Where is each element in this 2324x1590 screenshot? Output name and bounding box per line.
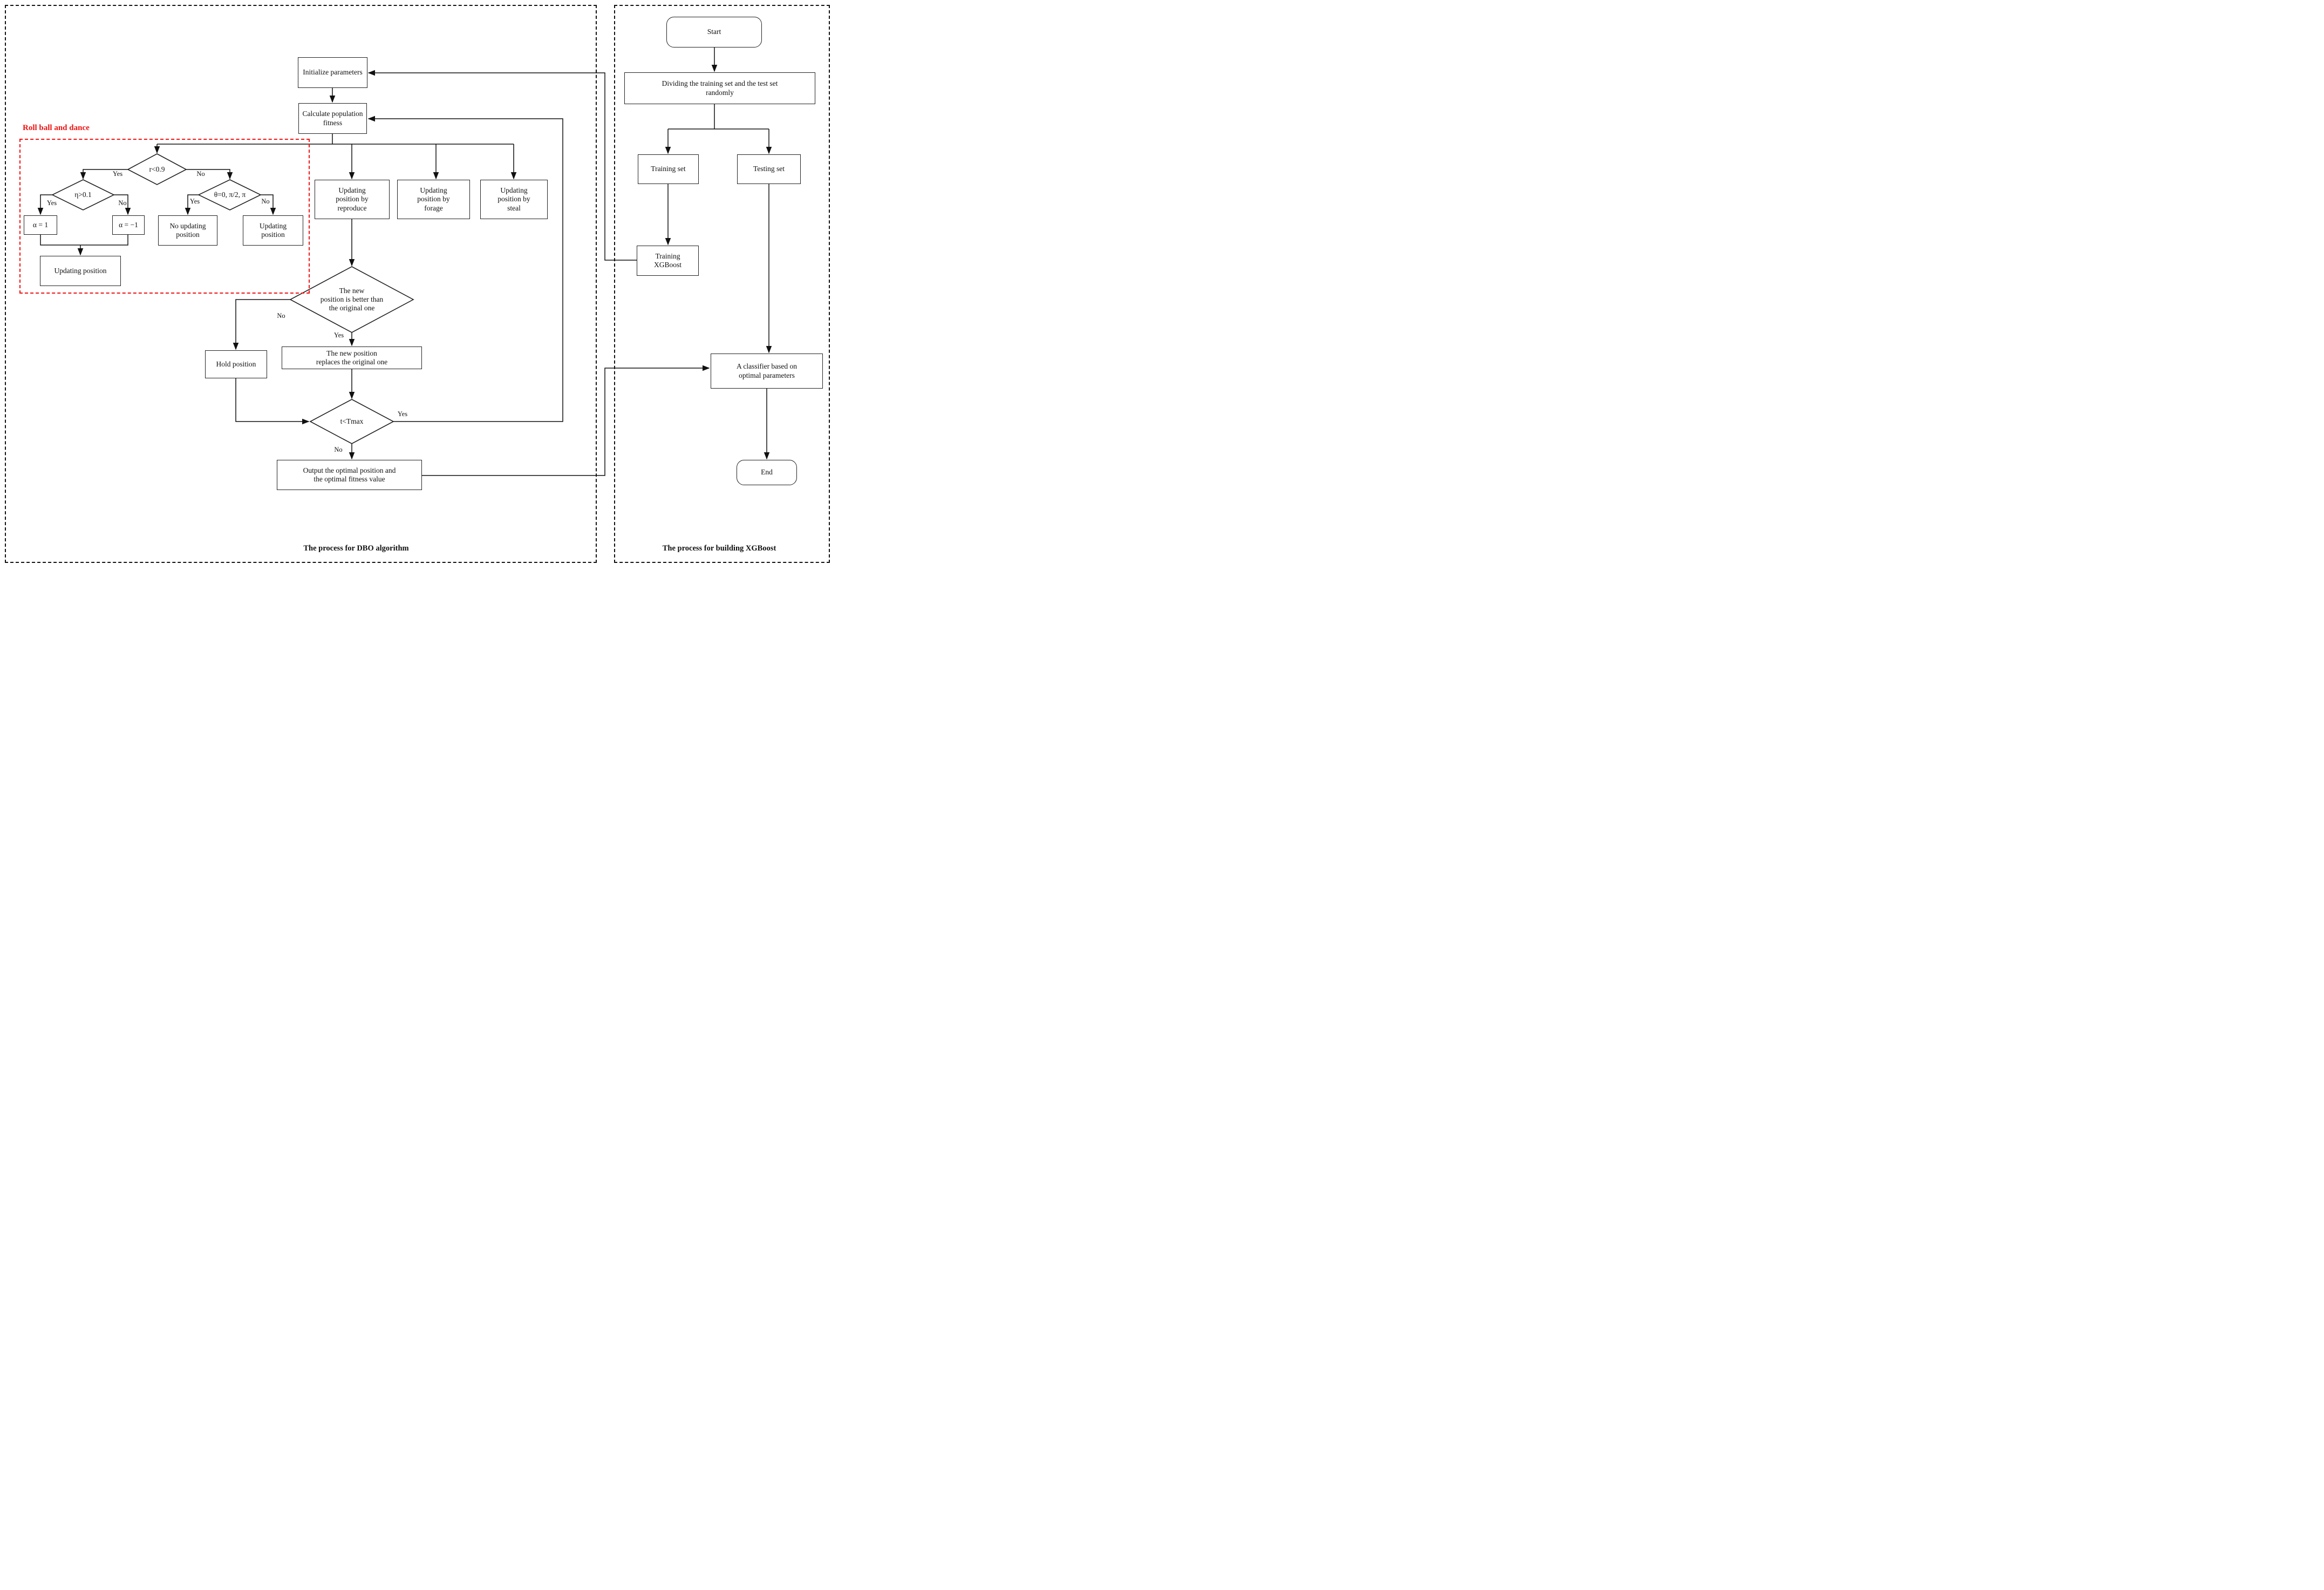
node-hold-position: Hold position <box>205 350 267 378</box>
roll-ball-group-label: Roll ball and dance <box>23 124 90 132</box>
label-eta-no: No <box>118 199 127 207</box>
decision-tmax-shape <box>309 399 394 444</box>
xgboost-panel-border <box>614 5 830 563</box>
decision-tmax: t<Tmax <box>340 417 364 425</box>
label-tmax-no: No <box>334 446 343 453</box>
node-training-xgboost: Training XGBoost <box>637 246 699 276</box>
edge-dnew-no-hold <box>233 299 290 350</box>
node-updating-position: Updating position <box>243 215 303 246</box>
decision-new-position: The new position is better than the orig… <box>320 286 384 312</box>
edge-r-no-theta <box>186 169 233 180</box>
node-calculate-fitness: Calculate population fitness <box>298 103 367 134</box>
edge-alpha-join <box>40 235 128 246</box>
edge-dtmax-yes-calc <box>367 115 563 422</box>
node-initialize-parameters: Initialize parameters <box>298 57 367 88</box>
edge-theta-no-upd <box>261 194 276 215</box>
node-divide-sets: Dividing the training set and the test s… <box>624 72 815 104</box>
dbo-panel-border <box>5 5 597 563</box>
decision-r-shape <box>127 153 187 185</box>
edge-output-classifier <box>422 365 710 476</box>
node-start: Start <box>666 17 762 47</box>
label-theta-no: No <box>261 198 270 205</box>
node-no-updating-position: No updating position <box>158 215 217 246</box>
label-r-yes: Yes <box>112 170 123 178</box>
node-replace-position: The new position replaces the original o… <box>282 346 422 369</box>
node-training-set: Training set <box>638 154 699 184</box>
label-newpos-no: No <box>277 312 285 320</box>
decision-theta-shape <box>197 179 262 210</box>
edge-r-yes-eta <box>80 169 128 180</box>
decision-newpos-shape <box>289 266 414 333</box>
connector-layer <box>37 47 772 476</box>
dbo-panel-caption: The process for DBO algorithm <box>303 544 409 553</box>
node-classifier: A classifier based on optimal parameters <box>711 354 823 389</box>
edge-eta-no-alpha2 <box>114 194 131 215</box>
edge-hold-dtmax <box>235 378 310 425</box>
label-eta-yes: Yes <box>46 199 57 207</box>
edge-theta-yes-noupd <box>185 194 199 215</box>
roll-ball-group-border <box>19 139 310 294</box>
node-alpha-minus-1: α = −1 <box>112 215 145 235</box>
node-updating-by-reproduce: Updating position by reproduce <box>315 180 390 219</box>
node-updating-by-forage: Updating position by forage <box>397 180 470 219</box>
label-r-no: No <box>196 170 205 178</box>
node-testing-set: Testing set <box>737 154 801 184</box>
xgboost-panel-caption: The process for building XGBoost <box>662 544 776 553</box>
decision-eta-shape <box>51 179 115 210</box>
decision-eta: η>0.1 <box>74 190 92 199</box>
label-theta-yes: Yes <box>189 198 200 205</box>
node-updating-position-2: Updating position <box>40 256 121 286</box>
edge-trainxgb-init <box>367 70 637 261</box>
edge-eta-yes-alpha1 <box>37 194 52 215</box>
node-updating-by-steal: Updating position by steal <box>480 180 548 219</box>
decision-r: r<0.9 <box>149 165 165 173</box>
flowchart: Roll ball and dance Initialize parameter… <box>0 0 832 568</box>
label-newpos-yes: Yes <box>333 331 344 339</box>
node-alpha-1: α = 1 <box>24 215 57 235</box>
node-output-optimal: Output the optimal position and the opti… <box>277 460 422 490</box>
node-end: End <box>737 460 797 485</box>
label-tmax-yes: Yes <box>397 410 408 418</box>
decision-theta: θ=0, π/2, π <box>214 190 246 199</box>
